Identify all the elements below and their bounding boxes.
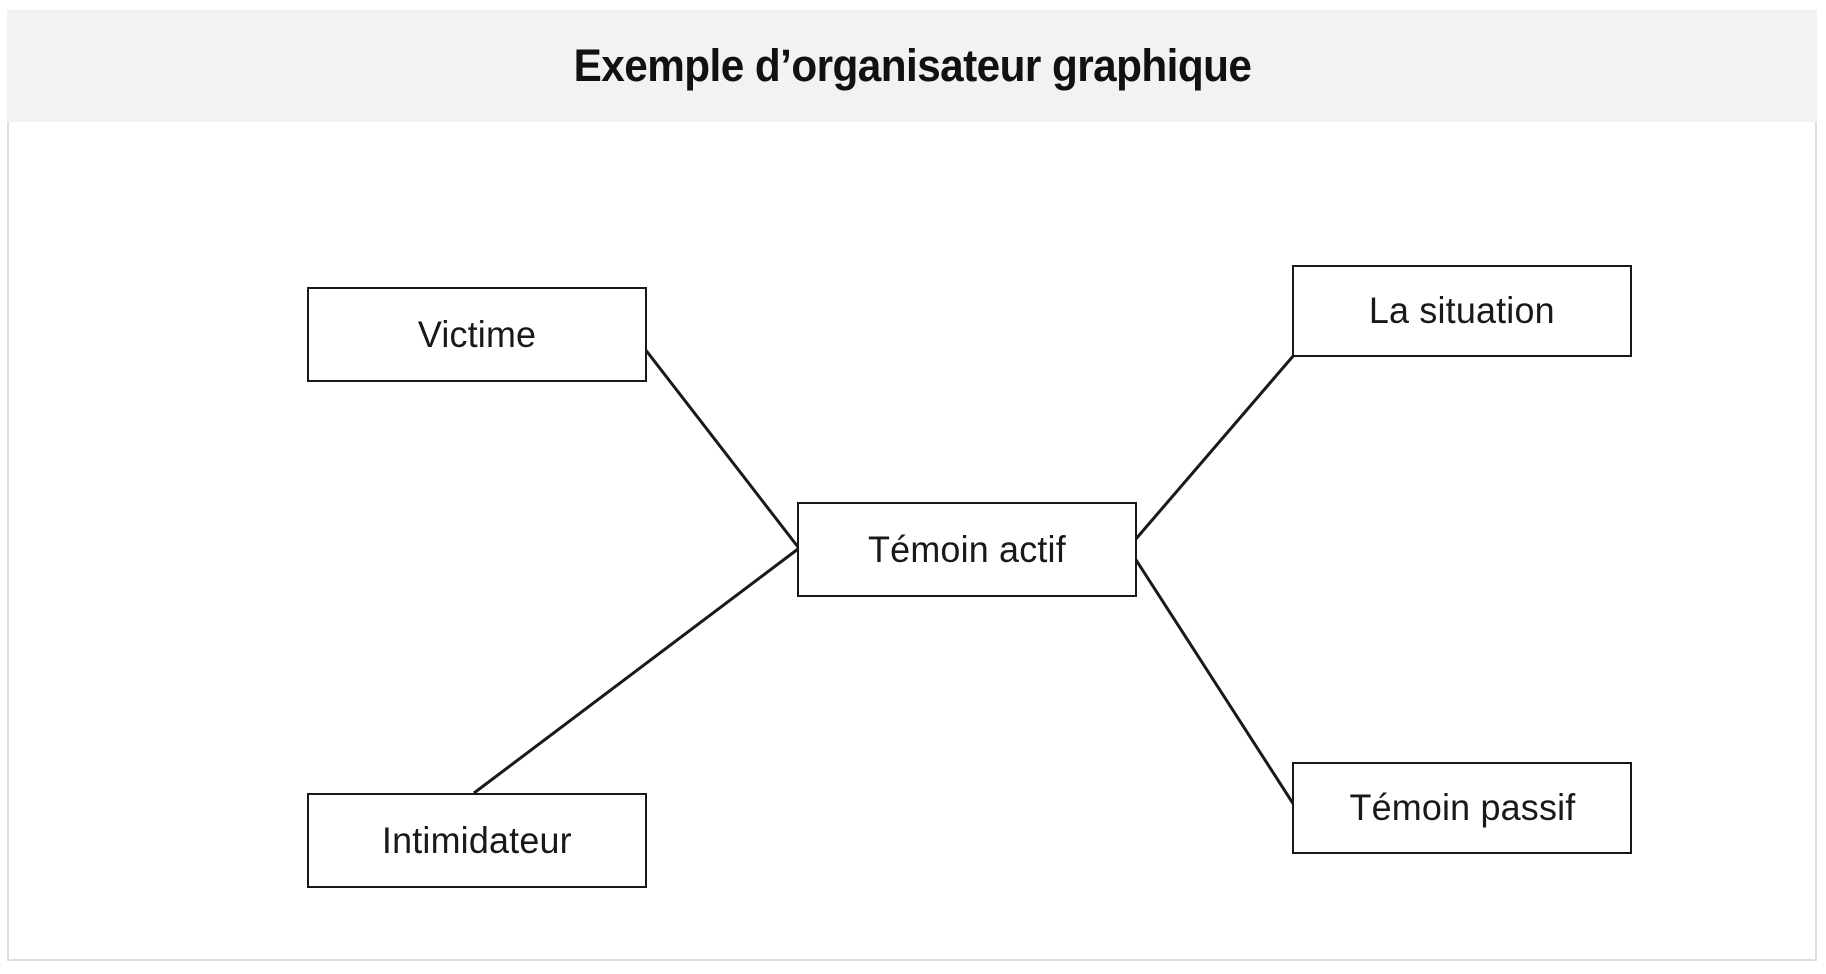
connector-temoin-actif-la-situation <box>1127 354 1296 548</box>
node-temoin-passif[interactable]: Témoin passif <box>1292 762 1632 854</box>
node-la-situation[interactable]: La situation <box>1292 265 1632 357</box>
connector-victime-temoin-actif <box>636 339 800 548</box>
connector-lines-layer <box>473 339 1296 806</box>
node-victime-label: Victime <box>417 313 537 355</box>
graphic-organizer-card: Exemple d’organisateur graphique Victime… <box>7 10 1817 961</box>
page-title: Exemple d’organisateur graphique <box>573 40 1251 91</box>
connector-temoin-actif-temoin-passif <box>1127 548 1296 806</box>
node-intimidateur-label: Intimidateur <box>382 819 572 861</box>
node-temoin-actif[interactable]: Témoin actif <box>797 502 1137 597</box>
node-victime[interactable]: Victime <box>307 287 647 382</box>
node-intimidateur[interactable]: Intimidateur <box>307 793 647 888</box>
node-la-situation-label: La situation <box>1369 290 1555 331</box>
connector-intimidateur-temoin-actif <box>473 547 799 795</box>
header-band: Exemple d’organisateur graphique <box>7 10 1817 122</box>
node-temoin-passif-label: Témoin passif <box>1349 787 1575 828</box>
diagram-canvas: Victime Témoin actif La situation Intimi… <box>7 122 1817 961</box>
node-temoin-actif-label: Témoin actif <box>868 528 1066 570</box>
